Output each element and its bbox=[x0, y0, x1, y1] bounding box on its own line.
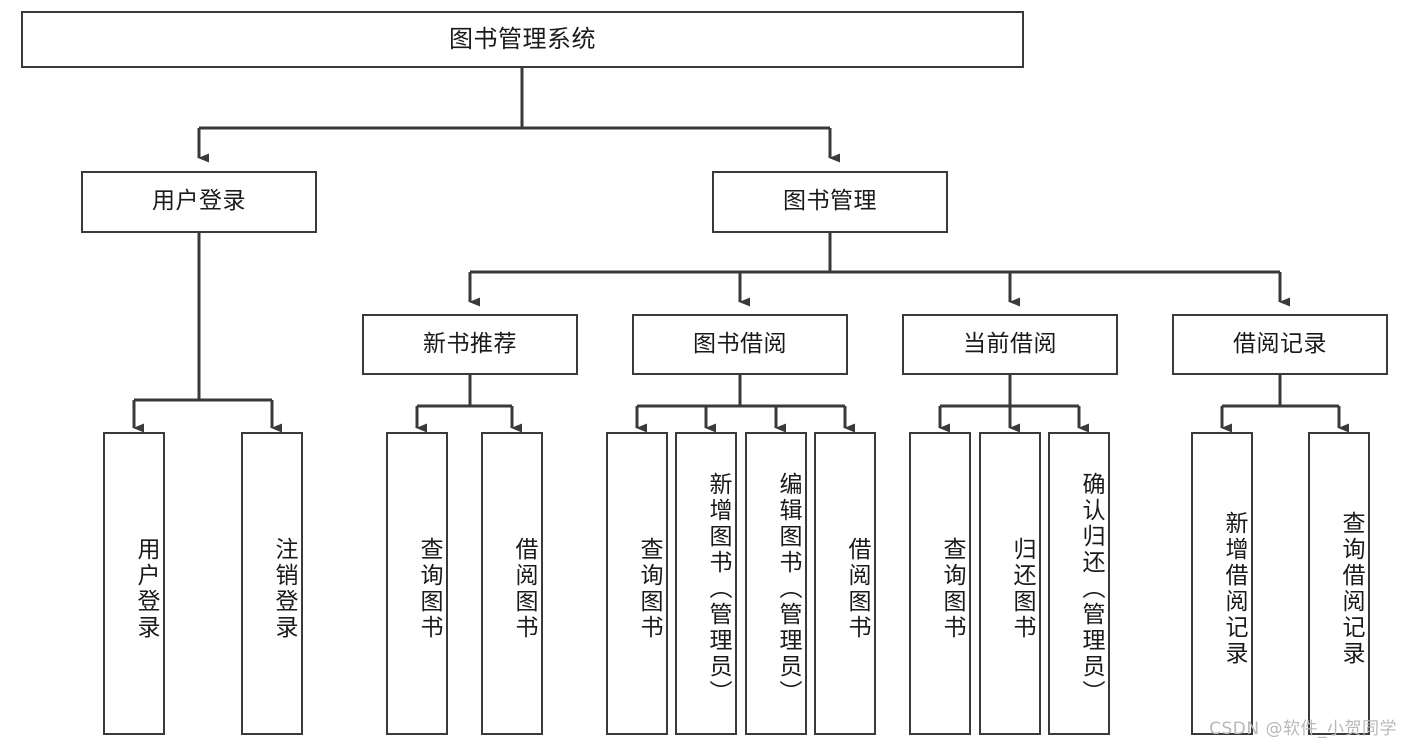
leaf-borrow-edit-book[interactable]: 编辑图书（管理员） bbox=[745, 432, 807, 735]
node-book-borrow[interactable]: 图书借阅 bbox=[632, 314, 848, 375]
node-borrow-record[interactable]: 借阅记录 bbox=[1172, 314, 1388, 375]
leaf-label: 查询图书 bbox=[939, 536, 965, 641]
leaf-borrow-borrow-book[interactable]: 借阅图书 bbox=[814, 432, 876, 735]
leaf-new-book-query[interactable]: 查询图书 bbox=[386, 432, 448, 735]
leaf-current-confirm-return[interactable]: 确认归还（管理员） bbox=[1048, 432, 1110, 735]
leaf-user-login-logout[interactable]: 注销登录 bbox=[241, 432, 303, 735]
leaf-label: 编辑图书（管理员） bbox=[775, 471, 801, 706]
node-current-borrow[interactable]: 当前借阅 bbox=[902, 314, 1118, 375]
leaf-label: 借阅图书 bbox=[511, 536, 537, 641]
leaf-label: 确认归还（管理员） bbox=[1078, 471, 1104, 706]
leaf-label: 查询图书 bbox=[636, 536, 662, 641]
leaf-borrow-query-book[interactable]: 查询图书 bbox=[606, 432, 668, 735]
leaf-label: 新增借阅记录 bbox=[1221, 510, 1247, 667]
node-book-management[interactable]: 图书管理 bbox=[712, 171, 948, 233]
leaf-label: 归还图书 bbox=[1009, 536, 1035, 641]
csdn-watermark: CSDN @软件_小贺同学 bbox=[1209, 719, 1397, 739]
leaf-current-return-book[interactable]: 归还图书 bbox=[979, 432, 1041, 735]
leaf-record-add[interactable]: 新增借阅记录 bbox=[1191, 432, 1253, 735]
leaf-current-query-book[interactable]: 查询图书 bbox=[909, 432, 971, 735]
leaf-record-query[interactable]: 查询借阅记录 bbox=[1308, 432, 1370, 735]
leaf-label: 查询图书 bbox=[416, 536, 442, 641]
node-user-login[interactable]: 用户登录 bbox=[81, 171, 317, 233]
leaf-new-book-borrow[interactable]: 借阅图书 bbox=[481, 432, 543, 735]
node-new-book-recommend[interactable]: 新书推荐 bbox=[362, 314, 578, 375]
node-root-system[interactable]: 图书管理系统 bbox=[21, 11, 1024, 68]
leaf-label: 新增图书（管理员） bbox=[705, 471, 731, 706]
leaf-label: 查询借阅记录 bbox=[1338, 510, 1364, 667]
leaf-user-login-login[interactable]: 用户登录 bbox=[103, 432, 165, 735]
leaf-label: 用户登录 bbox=[133, 536, 159, 641]
leaf-borrow-add-book[interactable]: 新增图书（管理员） bbox=[675, 432, 737, 735]
leaf-label: 借阅图书 bbox=[844, 536, 870, 641]
leaf-label: 注销登录 bbox=[271, 536, 297, 641]
